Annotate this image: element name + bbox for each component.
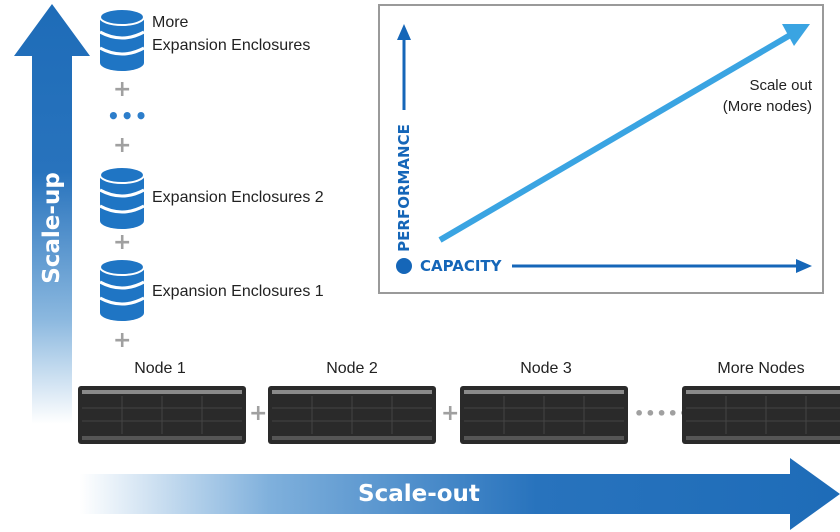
x-axis-label: CAPACITY xyxy=(420,257,502,275)
chart-axes xyxy=(396,24,812,274)
trend-label-line1: Scale out xyxy=(749,77,812,94)
trend-line xyxy=(438,31,794,243)
scale-out-label: Scale-out xyxy=(358,481,480,507)
y-axis-arrowhead xyxy=(397,24,411,40)
node-2-label: Node 2 xyxy=(326,360,378,377)
server-icon xyxy=(682,386,840,444)
database-icon xyxy=(99,8,145,71)
y-axis-label: PERFORMANCE xyxy=(395,124,413,252)
enclosure-more-label-line2: Expansion Enclosures xyxy=(152,37,311,54)
plus-icon: + xyxy=(113,230,132,255)
origin-dot xyxy=(396,258,412,274)
plus-icon: + xyxy=(441,401,460,426)
trend-arrowhead xyxy=(782,24,810,46)
node-1-label: Node 1 xyxy=(134,360,186,377)
database-icon xyxy=(99,166,145,229)
vertical-ellipsis: ••• xyxy=(107,104,149,128)
more-nodes-label: More Nodes xyxy=(717,360,805,377)
scale-up-arrow xyxy=(14,4,90,424)
database-icon xyxy=(99,258,145,321)
scale-up-label: Scale-up xyxy=(39,172,65,284)
enclosure-2-label: Expansion Enclosures 2 xyxy=(152,189,324,206)
enclosure-more-label-line1: More xyxy=(152,14,189,31)
scale-out-arrow xyxy=(80,458,840,530)
node-3-label: Node 3 xyxy=(520,360,572,377)
trend-label-line2: (More nodes) xyxy=(722,98,812,115)
server-icon xyxy=(268,386,436,444)
enclosure-1-label: Expansion Enclosures 1 xyxy=(152,283,324,300)
x-axis-arrowhead xyxy=(796,259,812,273)
server-icon xyxy=(460,386,628,444)
server-icon xyxy=(78,386,246,444)
plus-icon: + xyxy=(113,77,132,102)
plus-icon: + xyxy=(113,133,132,158)
plus-icon: + xyxy=(113,328,132,353)
plus-icon: + xyxy=(249,401,268,426)
